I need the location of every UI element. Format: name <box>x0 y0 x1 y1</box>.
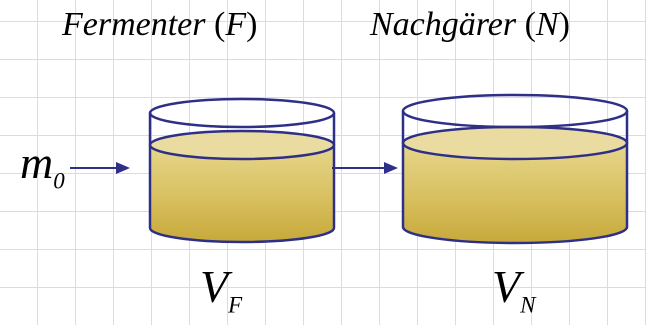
fermenter-title: Fermenter (F) <box>62 6 258 43</box>
fermenter-tank <box>148 97 336 244</box>
transfer-arrow <box>332 162 398 174</box>
volume-fermenter-label: VF <box>200 261 243 318</box>
input-arrow <box>70 162 130 174</box>
nachgaerer-title: Nachgärer (N) <box>370 6 570 43</box>
volume-nachgaerer-label: VN <box>492 261 536 318</box>
input-mass-label: m0 <box>20 137 65 194</box>
nachgaerer-tank <box>401 93 629 245</box>
